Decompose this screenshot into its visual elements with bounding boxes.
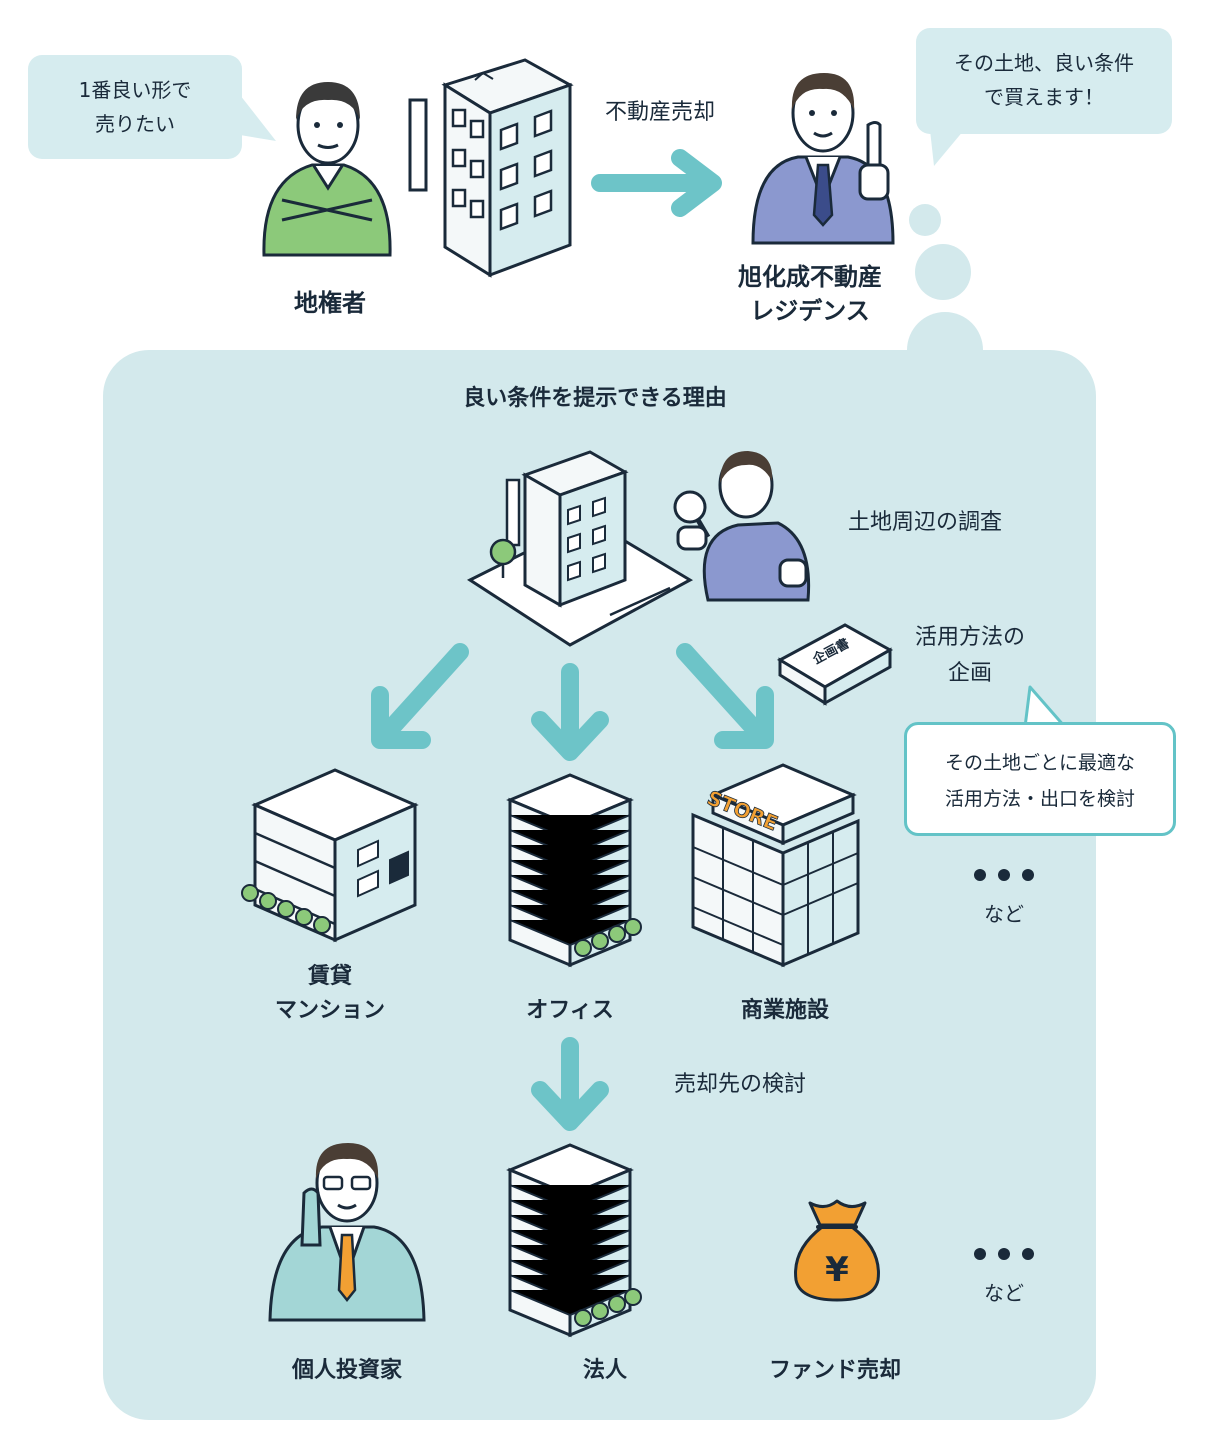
plan-book-illustration: 企画書 [776, 623, 894, 706]
corporation-label: 法人 [582, 1358, 627, 1383]
company-speech-bubble: その土地、良い条件 で買えます！ [916, 28, 1172, 134]
company-label-line-2: レジデンス [750, 297, 870, 325]
rental-mansion-label: 賃貸 マンション [240, 960, 420, 1028]
individual-investor-illustration [268, 1143, 426, 1322]
buyers-etc-label: など [984, 1281, 1024, 1305]
owner-speech-line-2: 売りたい [95, 112, 175, 136]
corporation-building-illustration [506, 1143, 642, 1338]
fund-sale-label: ファンド売却 [768, 1358, 901, 1383]
commercial-facility-label: 商業施設 [740, 998, 829, 1023]
survey-label: 土地周辺の調査 [847, 510, 1002, 535]
money-bag-illustration: ¥ [794, 1199, 880, 1302]
arrow-to-office-icon [531, 663, 609, 761]
arrow-to-buyers-icon [531, 1037, 609, 1131]
company-agent-illustration [751, 73, 895, 245]
landowner-label: 地権者 [294, 289, 366, 317]
sale-arrow-icon [591, 149, 722, 217]
owner-speech-bubble: 1番良い形で 売りたい [28, 55, 242, 159]
individual-investor-label: 個人投資家 [291, 1358, 402, 1383]
panel-title: 良い条件を提示できる理由 [463, 386, 727, 411]
old-building-illustration [408, 58, 574, 278]
company-label-line-1: 旭化成不動産 [738, 263, 882, 291]
strategy-note-line-1: その土地ごとに最適な [944, 752, 1135, 774]
sale-destination-label: 売却先の検討 [673, 1072, 806, 1097]
uses-more-dots [968, 866, 1040, 885]
company-speech-line-1: その土地、良い条件 [954, 51, 1134, 75]
commercial-facility-illustration: STORE [691, 763, 860, 968]
plan-label-line-2: 企画 [947, 661, 992, 686]
uses-etc-label: など [984, 902, 1024, 926]
rental-mansion-label-line-1: 賃貸 [307, 964, 352, 989]
rental-mansion-label-line-2: マンション [274, 998, 385, 1023]
strategy-note: その土地ごとに最適な 活用方法・出口を検討 [904, 722, 1176, 836]
plan-label: 活用方法の 企画 [895, 620, 1045, 692]
office-building-illustration [506, 773, 642, 968]
plan-label-line-1: 活用方法の [914, 625, 1025, 650]
investigator-illustration [673, 451, 811, 602]
building-lot-illustration [466, 450, 694, 647]
landowner-illustration [262, 82, 392, 257]
owner-speech-line-1: 1番良い形で [78, 78, 192, 102]
sale-arrow-label: 不動産売却 [604, 100, 715, 125]
company-label: 旭化成不動産 レジデンス [710, 260, 910, 328]
office-label: オフィス [526, 998, 614, 1023]
arrow-to-mansion-icon [371, 643, 469, 749]
thought-bubbles [907, 204, 983, 388]
rental-mansion-illustration [241, 768, 419, 943]
strategy-note-line-2: 活用方法・出口を検討 [944, 788, 1135, 810]
company-speech-line-2: で買えます！ [984, 85, 1104, 109]
buyers-more-dots [968, 1245, 1040, 1264]
arrow-to-commercial-icon [676, 643, 774, 749]
yen-symbol: ¥ [825, 1250, 849, 1290]
company-bubble-tail [930, 130, 964, 166]
owner-bubble-tail [240, 95, 276, 141]
note-tail [1023, 685, 1067, 728]
